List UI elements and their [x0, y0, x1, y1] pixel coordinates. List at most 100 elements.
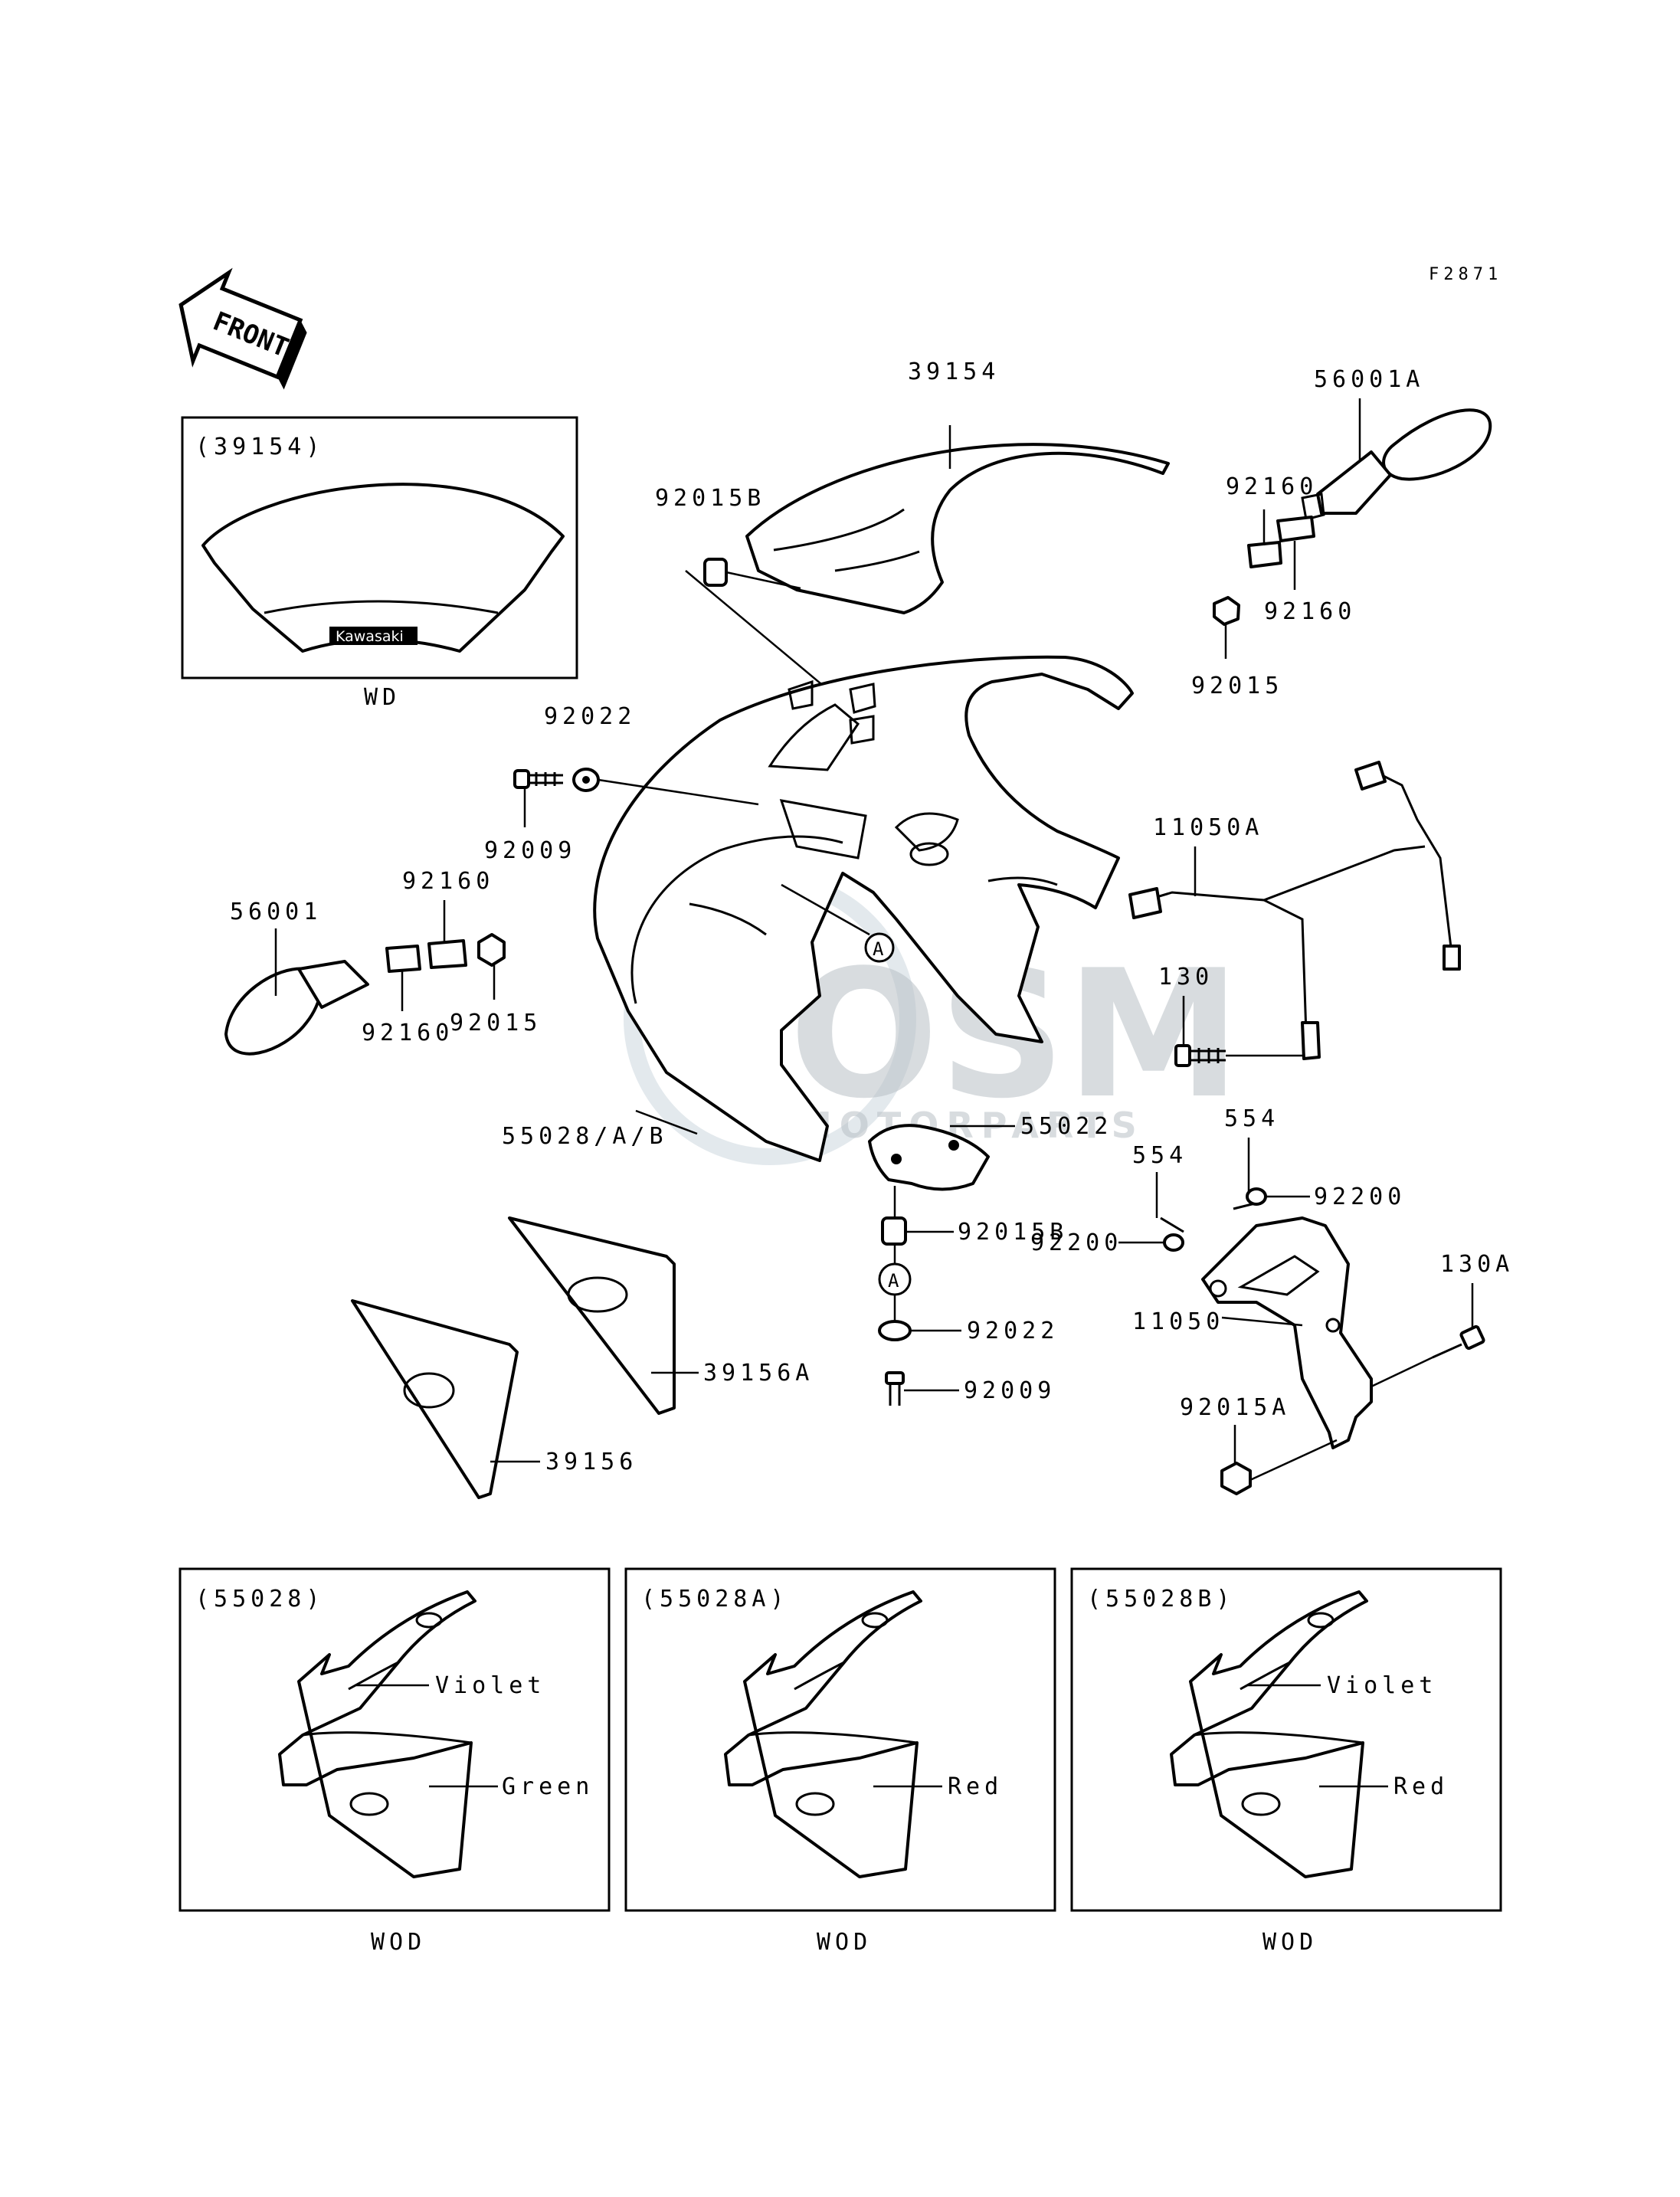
screw-92009-top-thread	[529, 772, 563, 786]
inset-55028A-vent	[795, 1792, 835, 1816]
inset-55028: (55028) Violet Green WOD	[178, 1567, 611, 1956]
grommet-top: 92015B	[655, 485, 836, 696]
label-55022: 55022	[1020, 1113, 1112, 1140]
label-92015-left: 92015	[450, 1010, 542, 1036]
bracket-11050-hole	[1209, 1279, 1227, 1298]
inset-windshield-caption: WD	[364, 684, 401, 711]
lead-55028	[635, 1109, 698, 1135]
windshield-logo-plate	[329, 627, 418, 645]
lead-130A-b	[1371, 1356, 1433, 1388]
label-56001A: 56001A	[1314, 366, 1424, 393]
washer-92022-top-hole	[582, 776, 590, 784]
inset-55028-cowl	[278, 1590, 476, 1878]
label-92009-lower: 92009	[964, 1377, 1056, 1404]
label-39156A: 39156A	[703, 1360, 814, 1387]
label-11050: 11050	[1132, 1308, 1224, 1335]
pads: 39156A 39156	[351, 1216, 814, 1499]
inset-55028B-frame	[1070, 1567, 1502, 1912]
gasket-92160-la	[385, 945, 421, 973]
inset-55028B: (55028B) Violet Red WOD	[1070, 1567, 1502, 1956]
inset-55028A-lines	[748, 1661, 918, 1744]
inset-55028B-lower: Red	[1393, 1773, 1449, 1800]
gasket-92160-rb	[1247, 541, 1282, 568]
inset-55028-caption: WOD	[371, 1929, 426, 1956]
inset-55028B-mount	[1307, 1612, 1335, 1629]
grommet-92015B-top	[703, 558, 728, 587]
stay-arm-right	[1378, 772, 1453, 954]
windshield-part: 39154	[745, 359, 1170, 614]
label-92200-b: 92200	[1030, 1229, 1122, 1256]
cowl-main: A 55028/A/B	[502, 655, 1134, 1162]
label-554-a: 554	[1224, 1105, 1279, 1132]
screw-92009-lower-head	[885, 1371, 905, 1385]
screw-92009-lower-thread	[889, 1383, 901, 1406]
mirror-56001A-arm	[1316, 450, 1392, 515]
bolt-130-head	[1174, 1044, 1191, 1067]
mirror-56001A-glass	[1382, 408, 1492, 481]
stay-11050A: 11050A	[1128, 761, 1461, 1060]
washer-92022-lower	[878, 1320, 912, 1341]
stay-mount-top	[1354, 761, 1387, 791]
label-92015A: 92015A	[1180, 1394, 1290, 1421]
cowl-headlight-left	[768, 703, 860, 771]
inset-55028A-frame	[624, 1567, 1056, 1912]
bolt-130A-head	[1459, 1324, 1485, 1351]
mirror-56001A-base	[1301, 493, 1325, 521]
inset-windshield-title: (39154)	[195, 434, 324, 460]
nut-92015-left	[477, 933, 506, 967]
bracket-55022-body	[868, 1124, 990, 1191]
cowl-detail-2	[987, 876, 1058, 886]
label-130: 130	[1158, 964, 1213, 990]
label-39156: 39156	[545, 1449, 637, 1475]
bolt-130: 130	[1158, 964, 1302, 1067]
inset-55028B-cowl	[1170, 1590, 1368, 1878]
inset-55028A-mount	[861, 1612, 889, 1629]
lead-11050	[1221, 1316, 1303, 1327]
inset-55028B-vent	[1241, 1792, 1281, 1816]
pad-39156A	[508, 1216, 676, 1415]
stay-mount-bottom	[1301, 1021, 1321, 1060]
inset-55028-mount	[415, 1612, 443, 1629]
bracket-11050-hole-2	[1325, 1318, 1341, 1333]
mirror-right: 56001A 92160 92160 92015	[1191, 366, 1492, 699]
cowl-tab-3	[849, 715, 875, 745]
windshield-logo: Kawasaki	[336, 628, 404, 645]
bracket-11050-slot	[1237, 1255, 1320, 1296]
inset-55028A-lower: Red	[948, 1773, 1003, 1800]
label-92015B-lower: 92015B	[958, 1219, 1068, 1246]
inset-windshield-frame	[181, 416, 578, 679]
label-92160-ra: 92160	[1226, 473, 1318, 500]
gasket-92160-ra	[1276, 516, 1315, 542]
inset-windshield-band	[264, 600, 499, 614]
front-arrow-depth	[277, 319, 307, 390]
label-92015-right: 92015	[1191, 673, 1283, 699]
lead-callout-a-top	[781, 883, 870, 936]
bolt-130-thread	[1190, 1048, 1226, 1063]
pin-554-b	[1160, 1216, 1184, 1233]
pad-39156A-hole	[567, 1276, 628, 1313]
lower-stack: 92015B A 92022 92009	[878, 1186, 1068, 1406]
nut-92015A	[1220, 1462, 1252, 1495]
inset-55028-upper: Violet	[435, 1672, 545, 1699]
label-39154: 39154	[908, 359, 1000, 385]
lead-92015A-b	[1249, 1439, 1338, 1482]
inset-windshield: (39154) Kawasaki WD	[181, 416, 578, 711]
washer-92200-b	[1163, 1233, 1184, 1252]
bracket-11050-body	[1201, 1216, 1373, 1449]
label-11050A: 11050A	[1153, 814, 1263, 841]
windshield-crease-2	[834, 550, 920, 572]
label-92160-lb: 92160	[402, 868, 494, 895]
cowl-panel	[779, 799, 867, 859]
inset-55028-title: (55028)	[195, 1586, 324, 1613]
label-92022-lower: 92022	[967, 1318, 1059, 1344]
label-56001: 56001	[230, 899, 322, 925]
label-92160-rb: 92160	[1264, 598, 1356, 625]
top-fasteners: 92022 92009	[484, 703, 759, 864]
inset-55028-lower: Green	[502, 1773, 594, 1800]
cowl-vent	[909, 842, 949, 866]
grommet-92015B-lower	[881, 1216, 907, 1246]
cowl-body	[593, 655, 1134, 1162]
callout-a-top-label: A	[873, 938, 884, 960]
cowl-inner-line	[630, 835, 843, 1004]
